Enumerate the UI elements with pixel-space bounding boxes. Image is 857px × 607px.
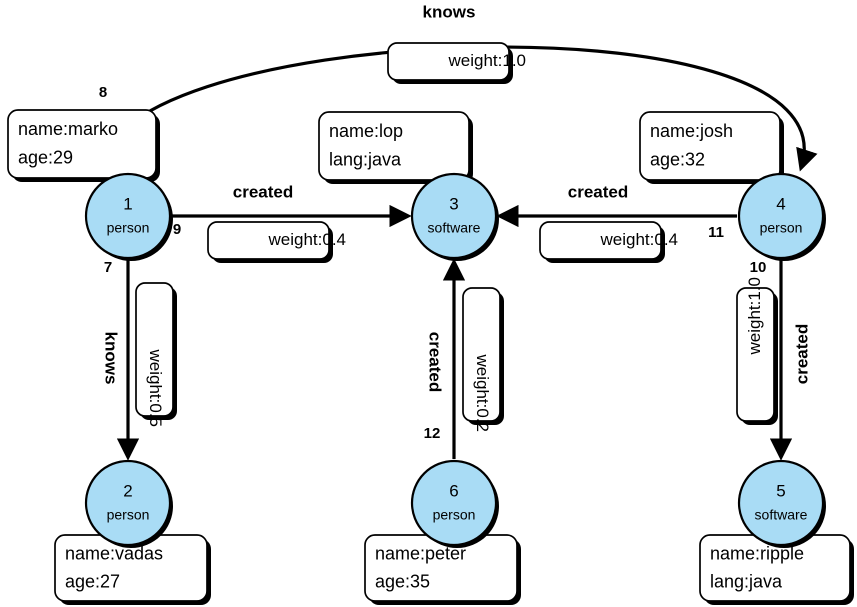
node-label-5: software: [755, 507, 808, 523]
node-label-2: person: [107, 507, 150, 523]
prop-line2-4: age:32: [650, 150, 705, 170]
prop-line2-3: lang:java: [329, 150, 402, 170]
edge-id-12: 12: [424, 425, 441, 442]
node-id-6: 6: [449, 481, 458, 500]
edge-weight-7: weight:0.5: [146, 349, 165, 428]
edge-labels-group: weight:1.0 knows 8 weight:0.4 created 9 weight…: [98, 1, 813, 443]
prop-line1-3: name:lop: [329, 121, 403, 141]
prop-line2-1: age:29: [18, 148, 73, 168]
edge-label-9: created: [233, 182, 293, 201]
weight-box-10[interactable]: [736, 287, 775, 422]
node-1[interactable]: 1 person: [84, 172, 173, 261]
node-circle-4[interactable]: [737, 172, 825, 260]
prop-box-4[interactable]: [639, 111, 781, 181]
node-circle-1[interactable]: [84, 172, 172, 260]
weight-box-7[interactable]: [135, 282, 174, 417]
prop-box-1[interactable]: [7, 109, 157, 179]
prop-line2-2: age:27: [65, 571, 120, 591]
nodes-group: 1 person 3 software 4 person 2 person 6 person 5 so…: [84, 172, 826, 548]
edge-weight-9: weight:0.4: [268, 230, 347, 249]
prop-line2-5: lang:java: [710, 571, 783, 591]
node-id-1: 1: [123, 194, 132, 213]
weight-box-9[interactable]: [207, 221, 330, 260]
node-id-4: 4: [776, 194, 785, 213]
node-label-3: software: [428, 220, 481, 236]
node-id-2: 2: [123, 481, 132, 500]
node-2[interactable]: 2 person: [84, 459, 173, 548]
edge-id-10: 10: [750, 259, 767, 276]
edge-weight-8: weight:1.0: [448, 51, 527, 70]
node-3[interactable]: 3 software: [410, 172, 499, 261]
edge-label-11: created: [568, 182, 628, 201]
node-6[interactable]: 6 person: [410, 459, 499, 548]
node-label-6: person: [433, 507, 476, 523]
edge-id-7: 7: [104, 259, 112, 276]
node-label-1: person: [107, 220, 150, 236]
edge-label-12: created: [426, 332, 445, 392]
prop-line2-6: age:35: [375, 571, 430, 591]
prop-line1-2: name:vadas: [65, 544, 163, 564]
edge-weight-10: weight:1.0: [745, 277, 764, 356]
edge-label-8: knows: [423, 2, 476, 21]
node-id-3: 3: [449, 194, 458, 213]
edge-label-10: created: [792, 324, 811, 384]
node-circle-3[interactable]: [410, 172, 498, 260]
prop-box-3[interactable]: [318, 111, 470, 181]
edge-label-7: knows: [102, 332, 121, 385]
weight-box-12[interactable]: [462, 287, 501, 422]
node-circle-5[interactable]: [737, 459, 825, 547]
weight-box-8[interactable]: [387, 42, 510, 81]
node-5[interactable]: 5 software: [737, 459, 826, 548]
prop-line1-5: name:ripple: [710, 544, 804, 564]
node-circle-6[interactable]: [410, 459, 498, 547]
prop-line1-6: name:peter: [375, 544, 466, 564]
node-id-5: 5: [776, 481, 785, 500]
node-circle-2[interactable]: [84, 459, 172, 547]
edge-weight-12: weight:0.2: [473, 354, 492, 433]
edge-weight-11: weight:0.4: [600, 230, 679, 249]
edge-id-11: 11: [708, 224, 724, 241]
prop-line1-1: name:marko: [18, 119, 118, 139]
weight-box-11[interactable]: [539, 221, 662, 260]
node-label-4: person: [760, 220, 803, 236]
edge-id-8: 8: [99, 84, 107, 101]
prop-line1-4: name:josh: [650, 121, 733, 141]
property-boxes-group: name:marko age:29 name:lop lang:java name:jo…: [7, 109, 854, 605]
node-4[interactable]: 4 person: [737, 172, 826, 261]
edge-id-9: 9: [173, 221, 181, 238]
